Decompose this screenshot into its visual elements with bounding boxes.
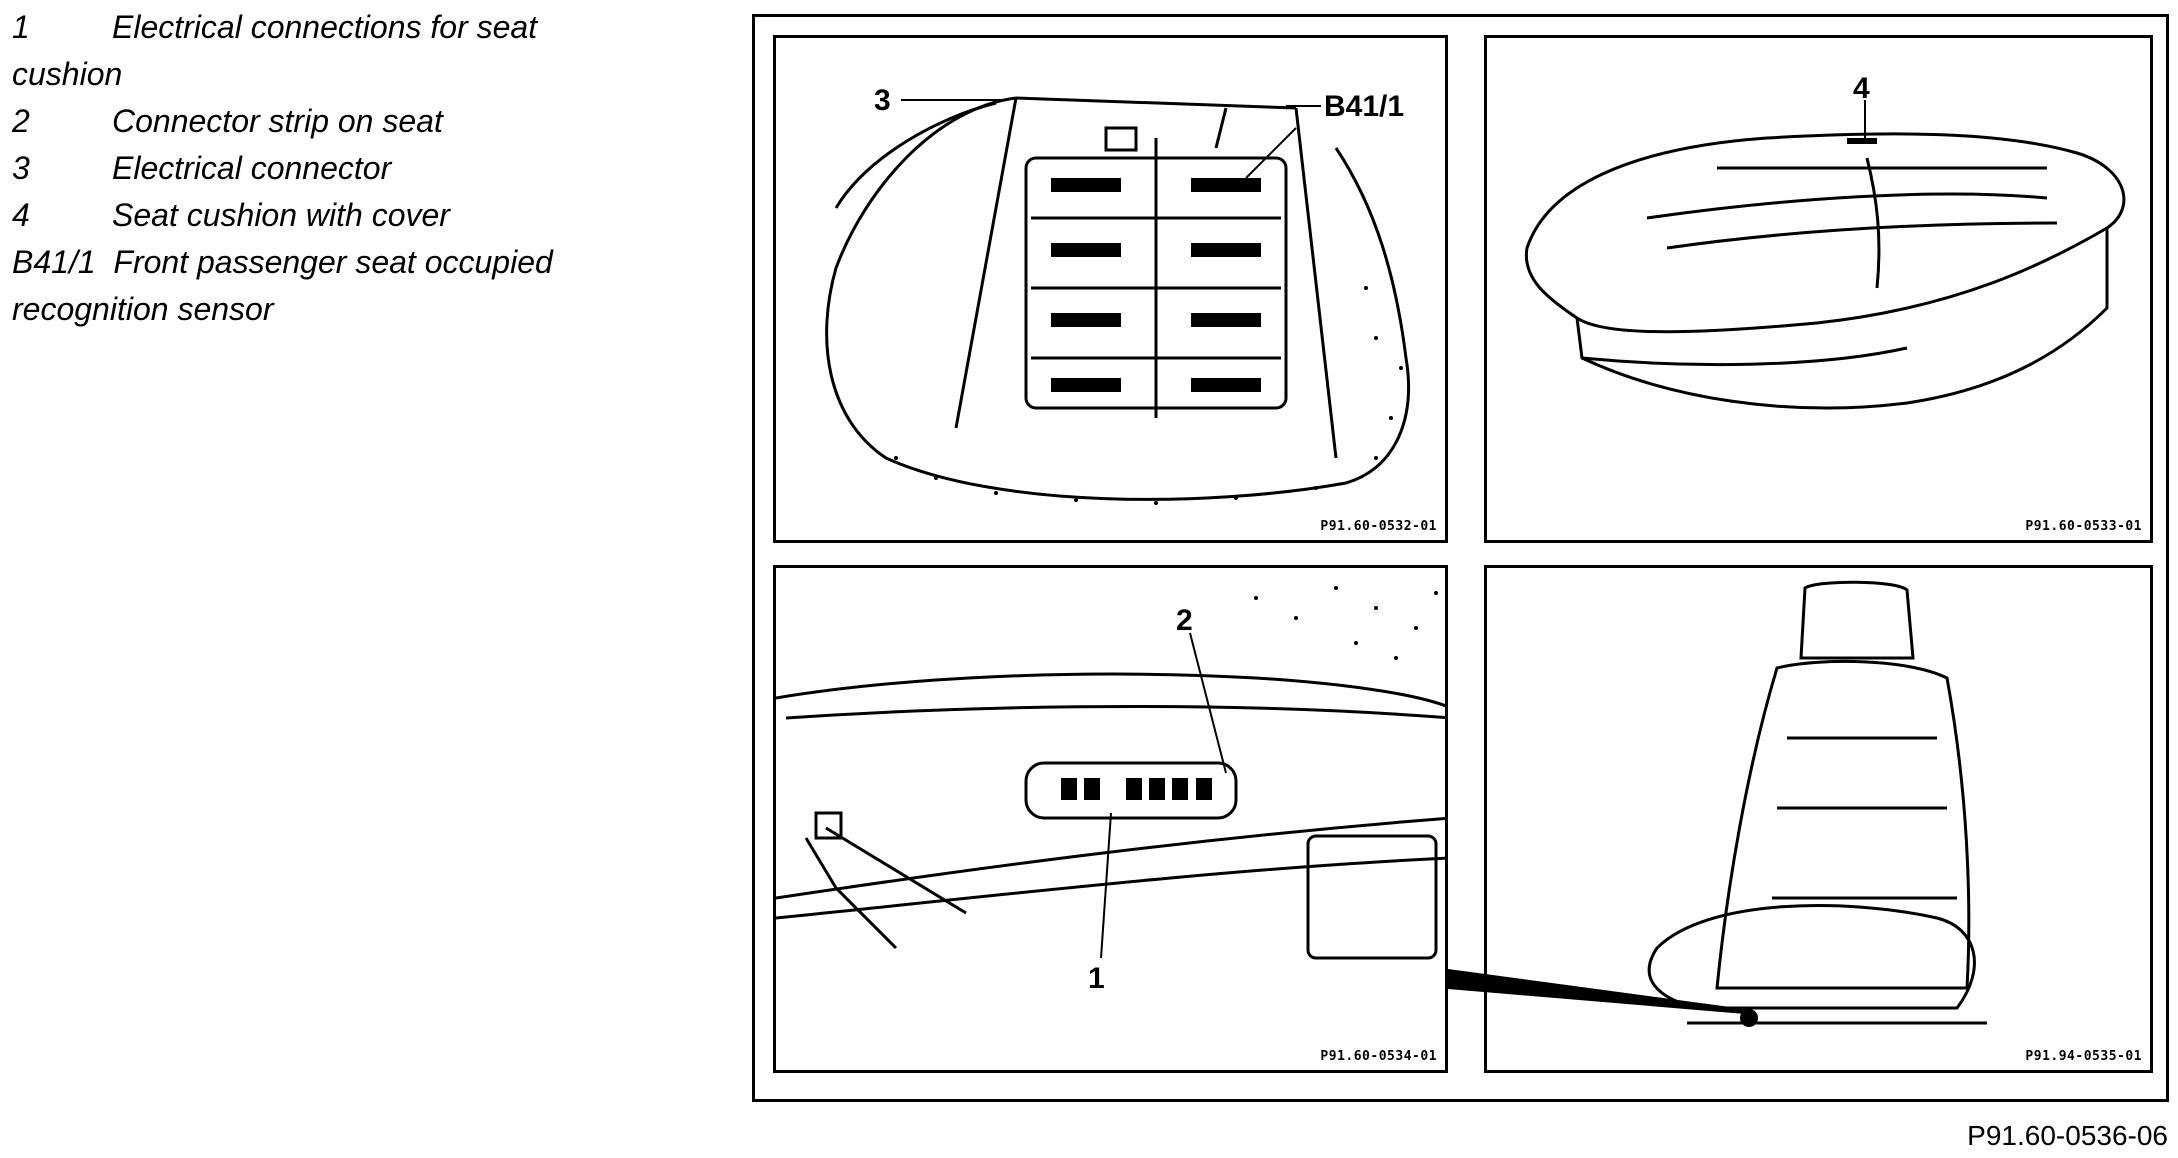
panel-complete-seat: P91.94-0535-01 [1484, 565, 2153, 1073]
legend-text: Electrical connections for seat [112, 9, 538, 45]
legend-text: Connector strip on seat [112, 103, 443, 139]
legend-item: 4 Seat cushion with cover [12, 192, 612, 239]
legend-number: 2 [12, 103, 30, 139]
legend-number: 4 [12, 197, 30, 233]
callout-2: 2 [1176, 604, 1193, 637]
figure-frame: 3 B41/1 P91.60-0532-01 4 P91.60-0533-01 [752, 14, 2169, 1102]
legend-number: 3 [12, 150, 30, 186]
legend-text: Seat cushion with cover [112, 197, 450, 233]
callout-4: 4 [1853, 72, 1870, 105]
sensor-mat-illustration: 3 B41/1 [825, 84, 1410, 505]
legend-item: 3 Electrical connector [12, 145, 612, 192]
panel-code: P91.60-0533-01 [2025, 519, 2142, 534]
panel-code: P91.60-0534-01 [1320, 1049, 1437, 1064]
callout-1: 1 [1088, 962, 1105, 995]
panel-connector-strip: 2 1 P91.60-0534-01 [773, 565, 1448, 1073]
legend-number: B41/1 [12, 244, 96, 280]
callout-b41-1: B41/1 [1324, 90, 1404, 123]
panel-seat-cushion: 4 P91.60-0533-01 [1484, 35, 2153, 543]
legend-item: cushion [12, 51, 612, 98]
legend-text: recognition sensor [12, 291, 274, 327]
panel-sensor-mat: 3 B41/1 P91.60-0532-01 [773, 35, 1448, 543]
legend: 1 Electrical connections for seat cushion… [12, 4, 612, 333]
seat-illustration [1647, 580, 1987, 1027]
legend-number: 1 [12, 9, 30, 45]
legend-text: Electrical connector [112, 150, 392, 186]
seat-cushion-illustration: 4 [1524, 72, 2126, 410]
callout-3: 3 [874, 84, 891, 117]
figure-code: P91.60-0536-06 [1967, 1120, 2168, 1151]
legend-item: 1 Electrical connections for seat [12, 4, 612, 51]
panel-code: P91.60-0532-01 [1320, 519, 1437, 534]
legend-text: cushion [12, 56, 123, 92]
legend-item: 2 Connector strip on seat [12, 98, 612, 145]
legend-item: recognition sensor [12, 286, 612, 333]
legend-text: Front passenger seat occupied [113, 244, 553, 280]
legend-item: B41/1 Front passenger seat occupied [12, 239, 612, 286]
connector-strip-illustration: 2 1 [776, 586, 1445, 995]
panel-code: P91.94-0535-01 [2025, 1049, 2142, 1064]
